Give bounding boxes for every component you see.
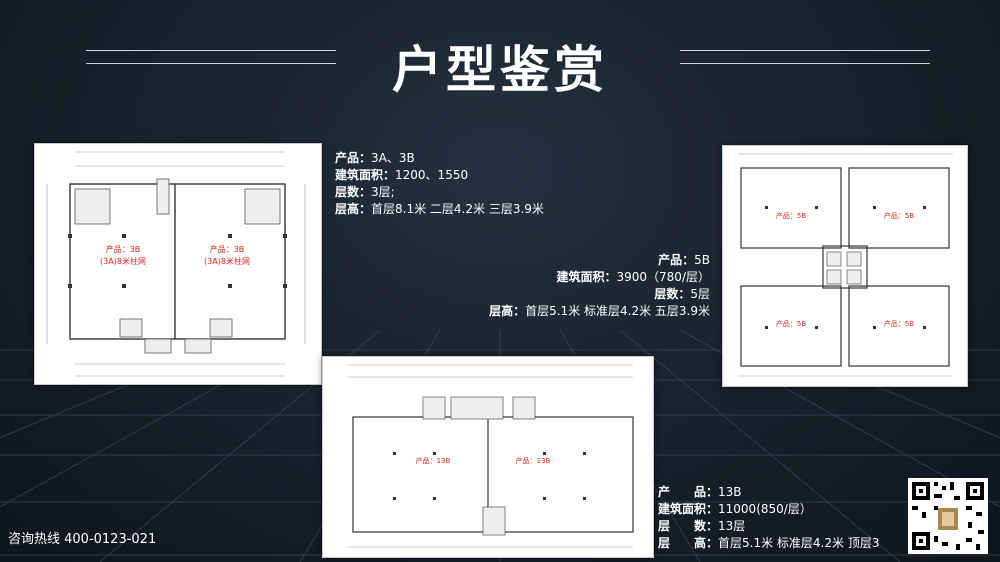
plan-5b-label-3: 产品：5B	[776, 319, 806, 328]
plan-13b-label-2: 产品：13B	[516, 456, 551, 465]
spec-3b-floors: 层数：3层;	[335, 185, 395, 199]
spec-13b-floors: 层 数：13层	[658, 519, 746, 533]
title-line-left-2	[86, 63, 336, 64]
floor-plan-5b[interactable]: 产品：5B 产品：5B 产品：5B 产品：5B	[722, 145, 968, 387]
spec-5b-floors: 层数：5层	[654, 287, 710, 301]
spec-3b-height: 层高：首层8.1米 二层4.2米 三层3.9米	[335, 202, 544, 216]
title-line-right	[680, 50, 930, 51]
title-line-right-2	[680, 63, 930, 64]
spec-13b: 产 品：13B 建筑面积：11000(850/层） 层 数：13层 层 高：首层…	[658, 484, 904, 552]
title-line-left	[86, 50, 336, 51]
spec-13b-height: 层 高：首层5.1米 标准层4.2米 顶层3	[658, 536, 880, 550]
spec-5b-product: 产品：5B	[658, 253, 710, 267]
floor-plan-3b[interactable]: 产品：3B (3A)8米柱网 产品：3B (3A)8米柱网	[34, 143, 322, 385]
spec-13b-area: 建筑面积：11000(850/层）	[658, 502, 812, 516]
spec-3b-product: 产品：3A、3B	[335, 151, 415, 165]
floor-plan-5b-drawing: 产品：5B 产品：5B 产品：5B 产品：5B	[738, 153, 953, 377]
plan-5b-label-1: 产品：5B	[776, 211, 806, 220]
floor-plan-3b-drawing: 产品：3B (3A)8米柱网 产品：3B (3A)8米柱网	[46, 151, 306, 377]
qr-code-icon[interactable]	[908, 478, 988, 554]
spec-5b-area: 建筑面积：3900（780/层）	[556, 270, 710, 284]
spec-13b-product: 产 品：13B	[658, 485, 742, 499]
spec-3b-area: 建筑面积：1200、1550	[335, 168, 469, 182]
plan-3b-label-4: (3A)8米柱网	[204, 256, 250, 266]
spec-5b-height: 层高：首层5.1米 标准层4.2米 五层3.9米	[489, 304, 710, 318]
plan-5b-label-2: 产品：5B	[884, 211, 914, 220]
floor-plan-13b-drawing: 产品：13B 产品：13B	[348, 364, 634, 548]
plan-3b-label-2: (3A)8米柱网	[100, 256, 146, 266]
floor-plan-13b[interactable]: 产品：13B 产品：13B	[322, 356, 654, 558]
hotline-text: 咨询热线 400-0123-021	[8, 532, 157, 547]
page-title: 户型鉴赏	[392, 41, 608, 99]
plan-13b-label-1: 产品：13B	[416, 456, 451, 465]
plan-3b-label-1: 产品：3B	[106, 244, 141, 254]
spec-5b: 产品：5B 建筑面积：3900（780/层） 层数：5层 层高：首层5.1米 标…	[489, 252, 710, 320]
qr-code-drawing	[912, 482, 984, 550]
plan-5b-label-4: 产品：5B	[884, 319, 914, 328]
plan-3b-label-3: 产品：3B	[210, 244, 245, 254]
spec-3b: 产品：3A、3B 建筑面积：1200、1550 层数：3层; 层高：首层8.1米…	[335, 150, 544, 218]
